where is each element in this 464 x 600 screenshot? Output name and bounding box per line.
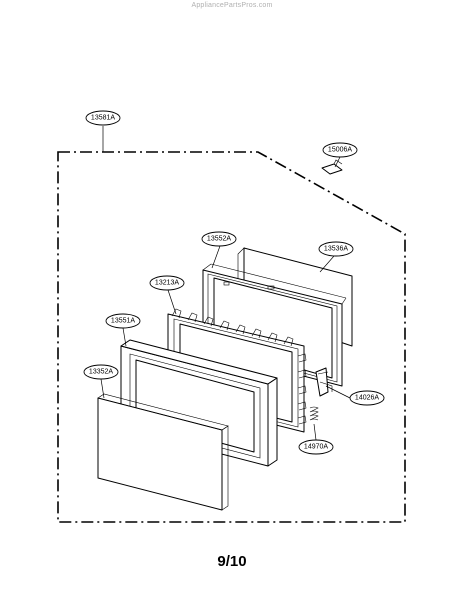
callout-14026A: 14026A <box>349 390 385 406</box>
callout-13352A: 13352A <box>83 364 119 380</box>
watermark: AppliancePartsPros.com <box>191 2 273 9</box>
svg-text:13213A: 13213A <box>155 280 179 287</box>
assembly-boundary <box>57 151 406 523</box>
svg-text:13551A: 13551A <box>111 318 135 325</box>
part-13352A-door-cover <box>97 393 229 511</box>
svg-text:14026A: 14026A <box>355 395 379 402</box>
callout-15006A: 15006A <box>322 142 358 158</box>
callout-13552A: 13552A <box>201 231 237 247</box>
svg-text:14970A: 14970A <box>304 444 328 451</box>
part-15006A-clip <box>321 159 343 175</box>
page-number: 9/10 <box>217 553 247 570</box>
svg-text:15006A: 15006A <box>328 147 352 154</box>
svg-text:13552A: 13552A <box>207 236 231 243</box>
callout-13213A: 13213A <box>149 275 185 291</box>
callout-13536A: 13536A <box>318 241 354 257</box>
callout-14970A: 14970A <box>298 439 334 455</box>
callout-13551A: 13551A <box>105 313 141 329</box>
callout-13581A: 13581A <box>85 110 121 126</box>
part-14026A-latch <box>315 367 333 397</box>
leader-lines <box>100 126 351 441</box>
svg-text:13581A: 13581A <box>91 115 115 122</box>
part-14970A-spring <box>309 406 319 421</box>
svg-text:13352A: 13352A <box>89 369 113 376</box>
svg-text:13536A: 13536A <box>324 246 348 253</box>
